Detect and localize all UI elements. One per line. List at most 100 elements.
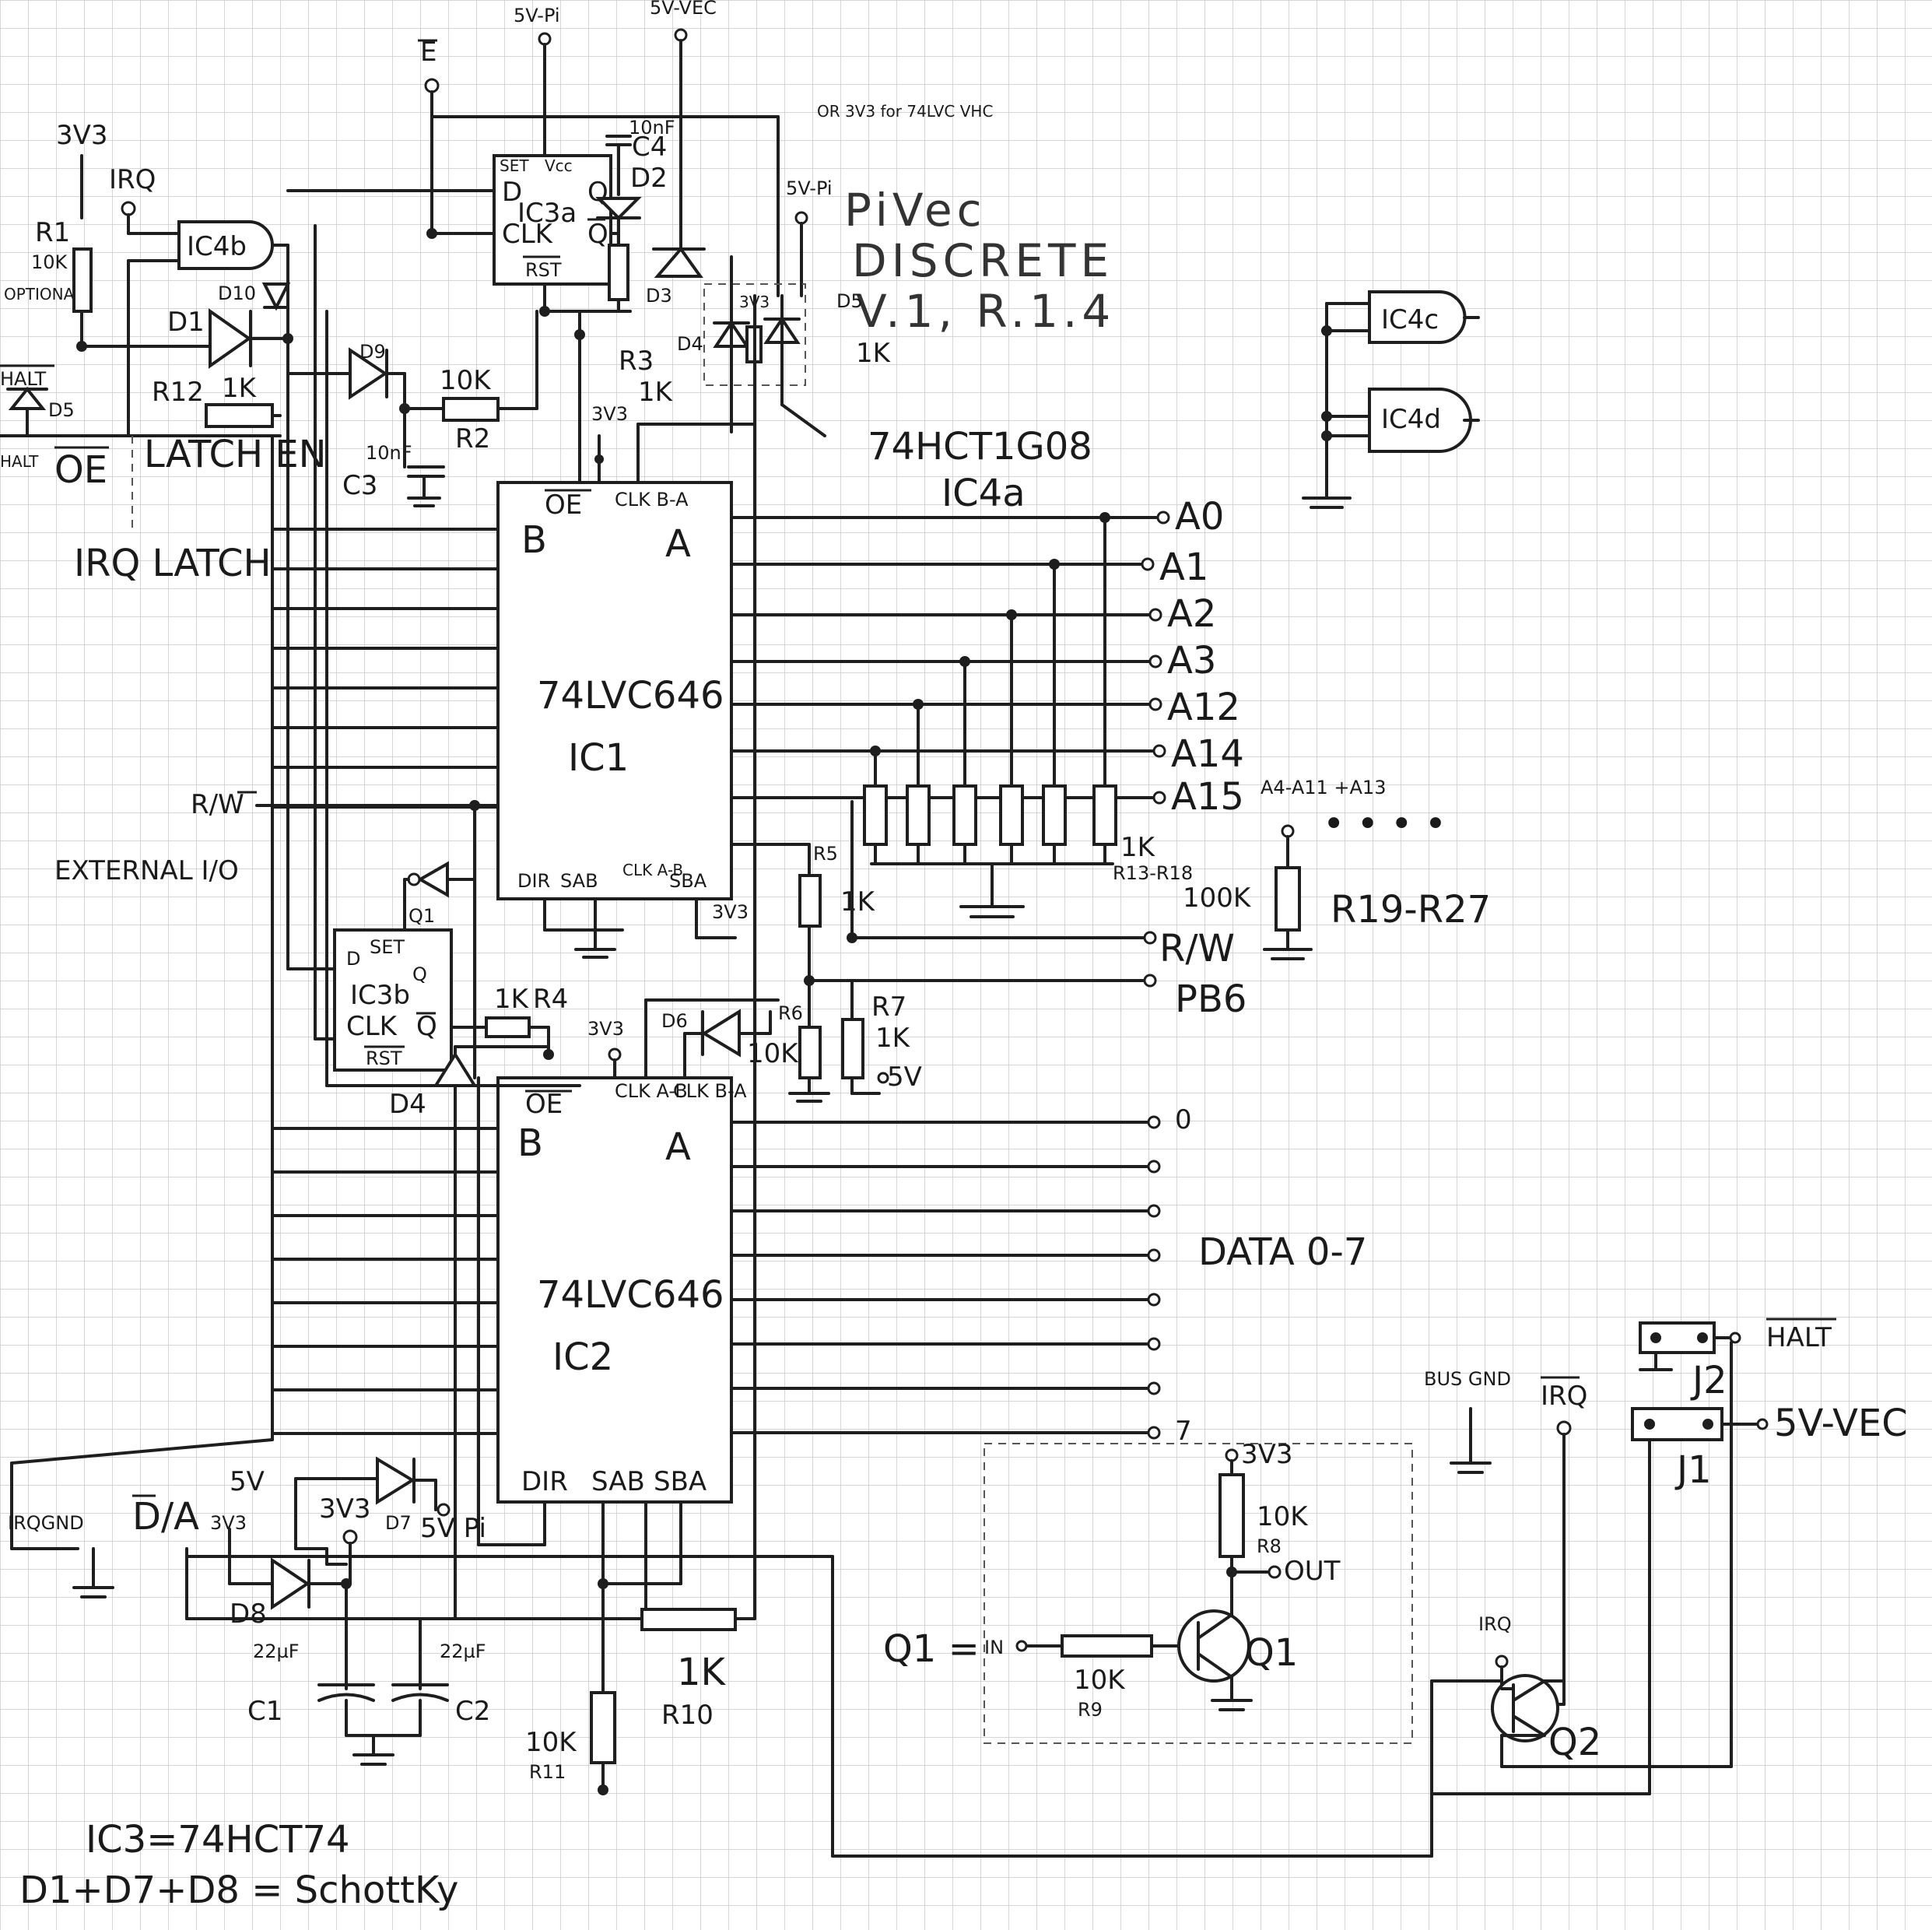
label-r1: R1	[35, 217, 70, 248]
label-r3: R3	[619, 346, 654, 377]
label-c2-val: 22µF	[440, 1640, 486, 1662]
address-pin	[1152, 744, 1166, 758]
ic3a-d: D	[502, 177, 522, 208]
title-version: V.1, R.1.4	[856, 285, 1115, 338]
ic3b-q: Q	[412, 963, 427, 985]
data-pin	[1147, 1426, 1161, 1440]
address-a15: A15	[1171, 775, 1244, 819]
label-r9-val: 10K	[1074, 1665, 1126, 1696]
ic3a-rst: RST	[525, 259, 562, 281]
c4-capacitor: 10nF C4	[605, 117, 675, 165]
label-r9: R9	[1078, 1699, 1103, 1721]
label-3v3-q1: 3V3	[1241, 1439, 1293, 1470]
ic2-part: 74LVC646	[537, 1273, 724, 1317]
ic3a-qbar: Q	[587, 219, 608, 250]
label-d6: D6	[661, 1010, 688, 1032]
ic2-pin-clkab: CLK A-B	[615, 1080, 688, 1102]
ic1-a-bus	[730, 511, 1170, 805]
ic3b-d: D	[346, 948, 360, 970]
label-c4-val: 10nF	[629, 117, 675, 139]
label-q1-eq: Q1 =	[883, 1627, 980, 1671]
label-3v3-oe1: 3V3	[591, 403, 628, 425]
label-external-io-1: EXTERNAL I/O	[54, 855, 239, 886]
label-ic4c: IC4c	[1381, 304, 1439, 335]
d4-diode: D4	[389, 1045, 550, 1620]
label-r4-val: 1K	[494, 984, 530, 1015]
data-labels: 0 7 DATA 0-7	[1175, 1104, 1367, 1447]
irqgnd-return	[185, 1555, 1433, 1858]
label-r19-27-val: 100K	[1183, 883, 1252, 914]
label-r12-val: 1K	[222, 373, 258, 404]
label-r1-val: 10K	[31, 251, 68, 273]
data-label: DATA 0-7	[1198, 1230, 1367, 1274]
ic1-pin-a: A	[665, 522, 691, 566]
label-d3: D3	[646, 285, 672, 307]
label-c1-val: 22µF	[253, 1640, 300, 1662]
label-r11-val: 10K	[525, 1727, 577, 1758]
label-r8-val: 10K	[1257, 1501, 1309, 1532]
label-d-a: D/A	[132, 1495, 199, 1539]
label-q1-in: IN	[984, 1637, 1004, 1658]
label-bus-gnd: BUS GND	[1424, 1368, 1511, 1390]
label-r7-5v: 5V	[887, 1062, 922, 1093]
label-r19-27: R19-R27	[1331, 888, 1491, 932]
label-5v-pi: 5V-Pi	[514, 5, 560, 26]
address-a0: A0	[1175, 495, 1224, 539]
address-a12: A12	[1167, 686, 1240, 729]
ic3a-label: IC3a	[517, 198, 577, 229]
label-r11: R11	[529, 1761, 566, 1783]
address-pin	[1148, 654, 1162, 668]
q1-transistor-inset: 3V3 10K R8 OUT Q1 = IN 10K R9 Q1	[883, 1439, 1413, 1744]
label-q1-inverter: Q1	[408, 905, 435, 927]
ic3a-clk: CLK	[502, 219, 554, 250]
address-pin	[1148, 608, 1162, 622]
ic2-pin-a: A	[665, 1125, 691, 1169]
label-ic4a: IC4a	[941, 472, 1026, 515]
label-r13-18: R13-R18	[1113, 862, 1193, 884]
pulldown-junction	[913, 699, 924, 710]
label-irq-top-right: IRQ	[1541, 1381, 1587, 1412]
ic3b-flipflop: SET D Q IC3b CLK Q RST R4 1K R/W Q1	[191, 789, 568, 1079]
ic2-pin-dir: DIR	[521, 1466, 568, 1497]
data-pin	[1147, 1248, 1161, 1262]
rw-pb6-network: R5 1K R/W PB6 R6 10K R7 1K 5V D6	[644, 800, 1247, 1103]
label-oe: OE	[54, 448, 107, 492]
ic2-a-bus	[730, 1115, 1161, 1440]
ic4a-input-diodes: 3V3 74HCT1G08 IC4a D4 D5 1K	[677, 255, 1092, 1037]
label-latch-en: LATCH EN	[144, 433, 327, 476]
label-d8: D8	[230, 1598, 267, 1630]
ic2-pin-sba: SBA	[654, 1466, 707, 1497]
label-d2: D2	[630, 163, 668, 194]
ic3b-rst: RST	[366, 1047, 402, 1069]
ic3a-vcc: Vcc	[545, 156, 573, 175]
pulldown-resistor	[1092, 784, 1117, 846]
title-pivec: PiVec	[844, 184, 987, 237]
label-3v3-d8: 3V3	[319, 1493, 371, 1525]
label-r8: R8	[1257, 1535, 1282, 1557]
ic1-ref: IC1	[568, 736, 629, 780]
label-5v-pi-ic4: 5V-Pi	[786, 177, 833, 199]
ic1-pin-b: B	[521, 518, 547, 562]
label-halt-oe: HALT	[0, 452, 39, 471]
title-block: PiVec DISCRETE V.1, R.1.4	[844, 184, 1115, 338]
data-pin	[1147, 1337, 1161, 1351]
pulldown-resistor	[999, 784, 1024, 846]
address-pin	[1156, 511, 1170, 525]
label-5v-vec: 5V-VEC	[650, 0, 717, 19]
pulldown-junction	[870, 746, 881, 756]
label-or-3v3: OR 3V3 for 74LVC VHC	[817, 102, 993, 121]
ic1-pin-clkab: CLK A-B	[622, 861, 683, 879]
label-j2: J2	[1690, 1359, 1727, 1402]
label-d1: D1	[167, 307, 205, 338]
address-a4-a11: A4-A11 +A13	[1261, 777, 1386, 798]
ic3b-clk: CLK	[346, 1011, 398, 1042]
pulldown-junction	[1099, 512, 1110, 523]
address-pin	[1141, 557, 1155, 571]
label-ic4d: IC4d	[1381, 404, 1441, 435]
label-d4-ic4a: D4	[677, 333, 703, 355]
ic1-part: 74LVC646	[537, 674, 724, 718]
ic3b-qbar: Q	[416, 1011, 437, 1042]
label-c3: C3	[342, 470, 377, 501]
pulldown-resistor	[863, 784, 888, 846]
ic4b-gate: IC4b	[177, 220, 289, 270]
